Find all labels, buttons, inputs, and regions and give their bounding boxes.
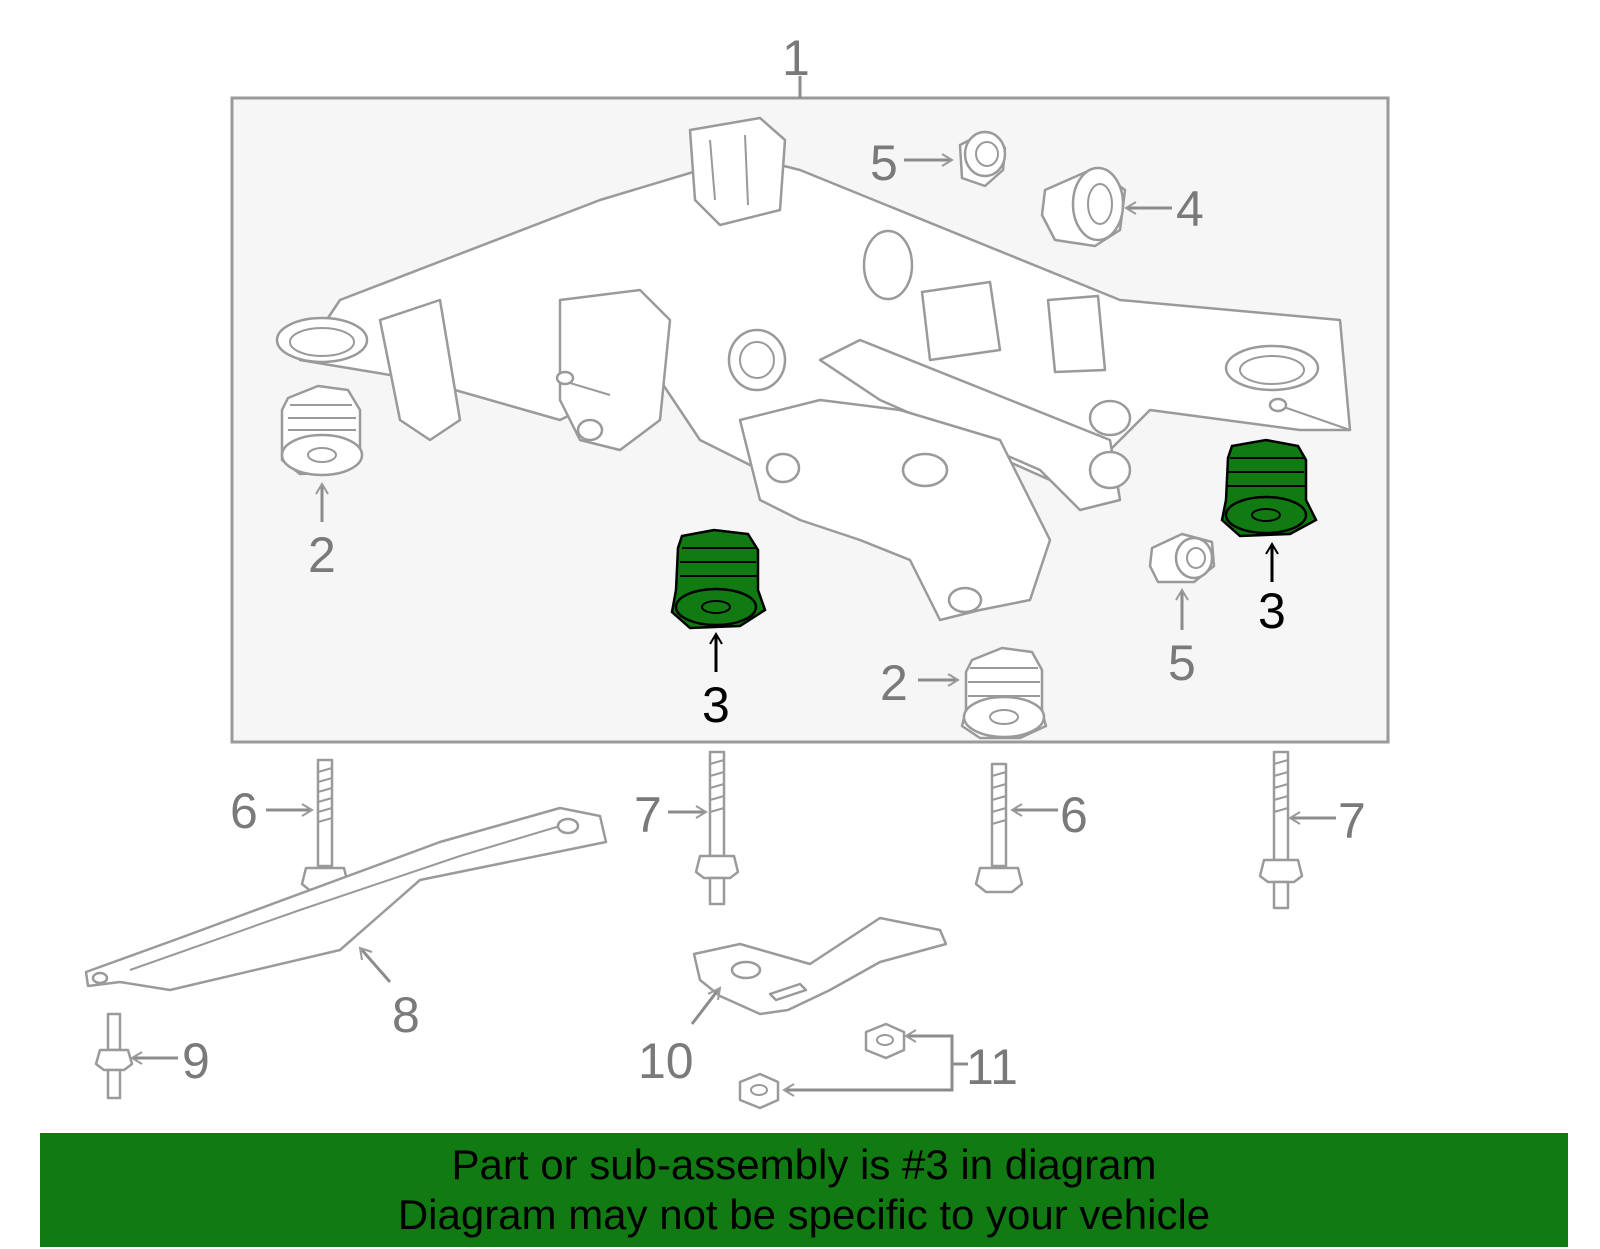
callout-7-right: 7 [1338,793,1366,849]
callout-11: 11 [966,1039,1018,1095]
info-banner: Part or sub-assembly is #3 in diagram Di… [40,1133,1568,1247]
callout-3-center: 3 [702,677,730,733]
bushing-3-right [1220,438,1318,538]
bolt-6-left [300,758,350,894]
callout-4: 4 [1176,181,1204,237]
callout-6-left: 6 [230,783,258,839]
bolt-6-right [974,762,1024,894]
callout-2-bottom: 2 [880,655,908,711]
callout-8: 8 [392,987,420,1043]
bushing-4 [1040,166,1127,248]
callout-2-left: 2 [308,527,336,583]
callout-5-right: 5 [1168,635,1196,691]
banner-line-1: Part or sub-assembly is #3 in diagram [451,1141,1157,1188]
bushing-2-bottom [960,646,1048,740]
callout-7-center: 7 [634,787,662,843]
callout-9: 9 [182,1033,210,1089]
callout-3-right: 3 [1258,583,1286,639]
bushing-2-left [280,384,364,477]
bushing-5-top [958,130,1007,188]
brace-8 [84,806,608,992]
rear-subframe [275,116,1352,622]
bolt-7-right [1258,750,1304,910]
banner-line-2: Diagram may not be specific to your vehi… [397,1191,1211,1238]
callout-5-top: 5 [870,135,898,191]
callout-1: 1 [782,30,810,86]
bracket-10 [692,916,948,1016]
bolt-9 [94,1012,134,1100]
bolt-7-center [694,750,740,906]
bushing-3-center [670,528,767,630]
callout-10-leader [690,989,720,1025]
callout-8-leader [360,949,392,983]
callout-6-right: 6 [1060,787,1088,843]
nut-11-upper [864,1022,906,1060]
bushing-5-right [1148,532,1216,584]
nut-11-lower [738,1072,780,1110]
callout-10: 10 [638,1033,694,1089]
